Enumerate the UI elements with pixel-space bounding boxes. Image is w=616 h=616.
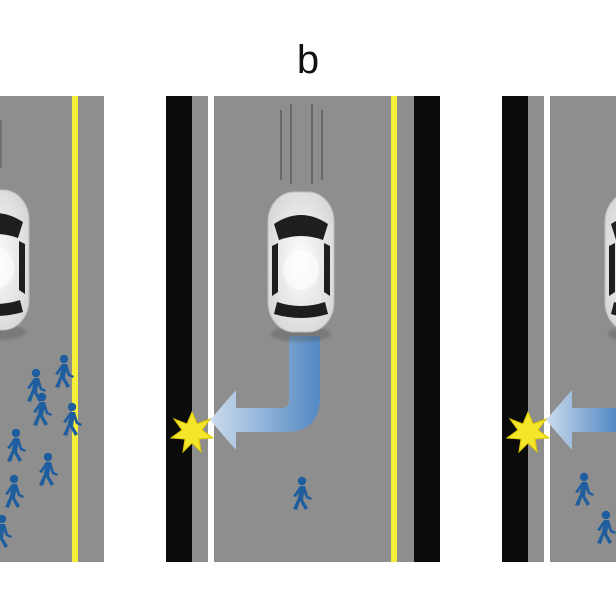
panel-a [0, 96, 104, 562]
panel-label-b: b [296, 38, 320, 82]
swerve-arrow-icon [210, 336, 320, 450]
swerve-arrow-icon-c [546, 390, 616, 450]
car-icon-b [268, 192, 334, 342]
left-barrier-wall [166, 96, 192, 562]
panel-c [502, 96, 616, 562]
car-icon-a [0, 190, 29, 340]
speed-lines-b [280, 104, 323, 184]
right-barrier-wall [414, 96, 440, 562]
white-edge-line [208, 96, 214, 562]
yellow-lane-line-a [72, 96, 78, 562]
left-barrier-wall-c [502, 96, 528, 562]
yellow-lane-line-b [391, 96, 397, 562]
panel-b [166, 96, 440, 562]
white-edge-line-c [544, 96, 550, 562]
